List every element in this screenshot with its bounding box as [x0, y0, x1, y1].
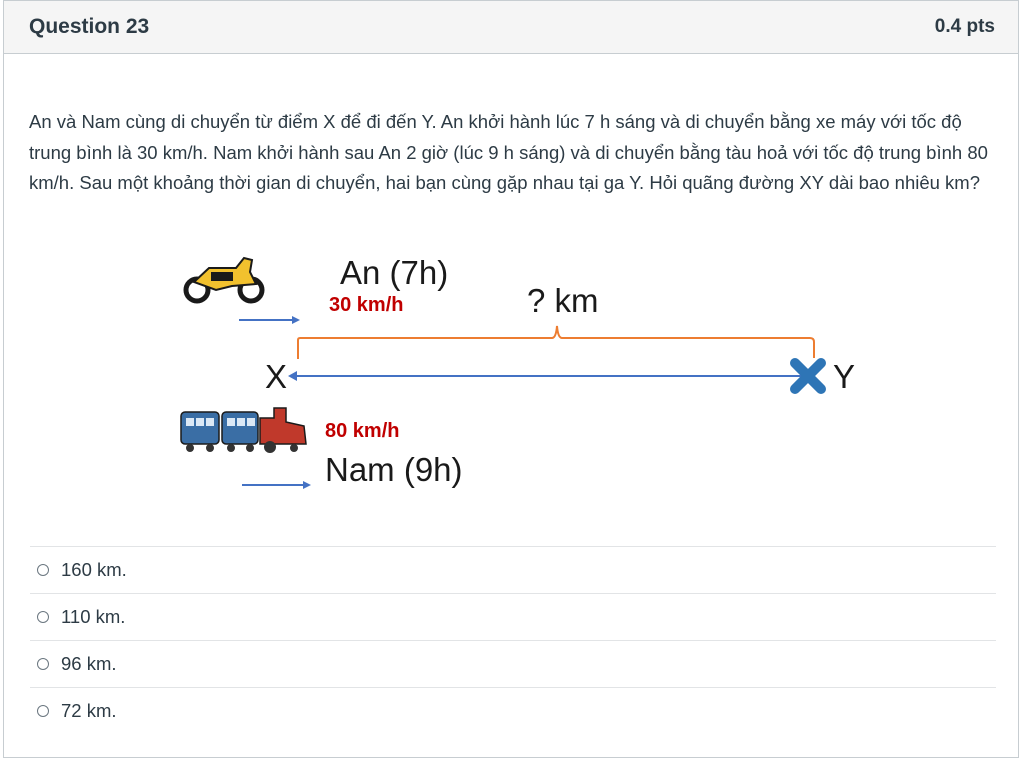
nam-arrowhead [303, 481, 311, 489]
point-x-label: X [265, 358, 287, 395]
x-arrowhead [288, 371, 297, 381]
answer-label: 72 km. [61, 700, 117, 721]
radio-button[interactable] [37, 658, 49, 670]
question-figure: An (7h) 30 km/h ? km X Y [4, 246, 1020, 506]
an-label: An (7h) [340, 254, 448, 291]
question-title: Question 23 [29, 15, 150, 38]
answer-option-2[interactable]: 110 km. [30, 593, 996, 640]
answer-option-4[interactable]: 72 km. [30, 687, 996, 734]
point-y-label: Y [833, 358, 855, 395]
answer-label: 96 km. [61, 653, 117, 674]
motorbike-icon [183, 256, 265, 304]
nam-label: Nam (9h) [325, 451, 463, 488]
distance-brace [297, 325, 815, 359]
answer-label: 110 km. [61, 606, 126, 627]
distance-label: ? km [527, 282, 599, 319]
question-text: An và Nam cùng di chuyển từ điểm X để đi… [29, 111, 988, 193]
an-speed: 30 km/h [329, 294, 403, 316]
an-arrowhead [292, 316, 300, 324]
question-card: Question 23 0.4 pts An và Nam cùng di ch… [3, 0, 1019, 758]
answer-option-3[interactable]: 96 km. [30, 640, 996, 687]
destination-marker-icon [790, 358, 826, 394]
radio-button[interactable] [37, 611, 49, 623]
nam-speed: 80 km/h [325, 420, 399, 442]
radio-button[interactable] [37, 564, 49, 576]
question-header: Question 23 0.4 pts [4, 1, 1018, 54]
answer-label: 160 km. [61, 559, 127, 580]
answer-list: 160 km. 110 km. 96 km. 72 km. [30, 546, 996, 734]
question-points: 0.4 pts [934, 16, 995, 37]
answer-option-1[interactable]: 160 km. [30, 546, 996, 593]
radio-button[interactable] [37, 705, 49, 717]
train-icon [180, 407, 307, 453]
motion-diagram: An (7h) 30 km/h ? km X Y [180, 254, 855, 489]
